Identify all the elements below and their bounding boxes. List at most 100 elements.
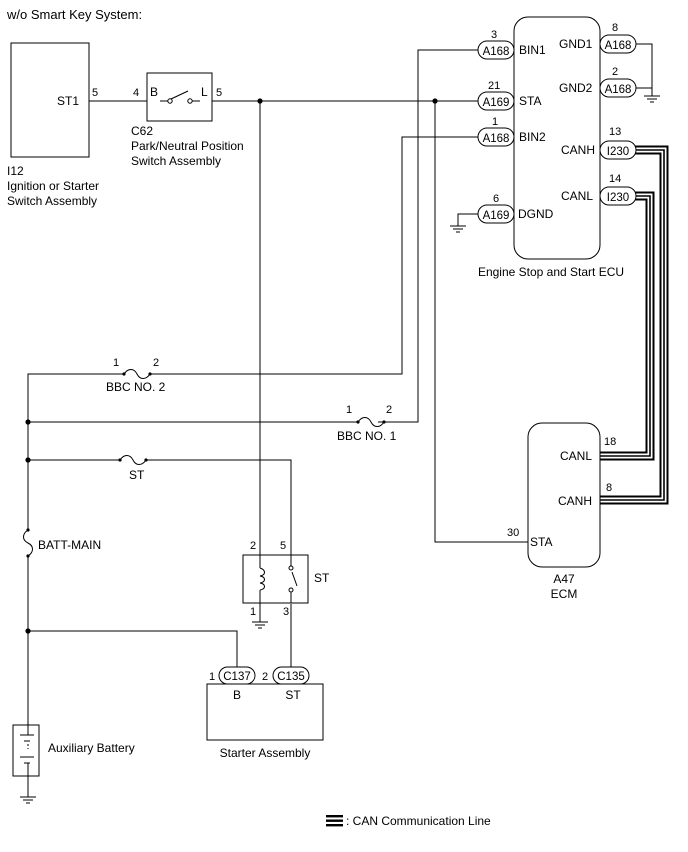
fuse-bbc-no2: 1 2 BBC NO. 2 — [106, 357, 166, 394]
component-name: ECM — [551, 587, 578, 601]
pin-number: 5 — [280, 540, 286, 552]
fuse-label: ST — [129, 468, 145, 482]
component-name: Engine Stop and Start ECU — [478, 265, 624, 279]
pin-number: 1 — [492, 116, 498, 128]
connector-c135 — [272, 666, 310, 685]
fuse-st: ST — [118, 455, 153, 482]
component-name: Starter Assembly — [220, 746, 311, 760]
connector-label: A169 — [483, 97, 510, 109]
pin-number: 14 — [609, 173, 621, 185]
fuse-batt-main: BATT-MAIN — [23, 528, 101, 558]
component-name: Park/Neutral Position — [131, 139, 244, 153]
terminal-sta: STA — [519, 94, 541, 108]
connector-a168 — [477, 40, 515, 60]
legend-label: : CAN Communication Line — [346, 814, 491, 828]
ecm: CANL 18 CANH 8 STA 30 A47 ECM — [507, 422, 616, 601]
connector-label: A168 — [605, 40, 632, 52]
can-line-legend-icon — [326, 815, 343, 818]
connector-a168 — [599, 78, 637, 98]
pin-number: 5 — [216, 87, 222, 99]
terminal-label-st1: ST1 — [57, 94, 79, 108]
pnp-switch-box — [146, 72, 213, 122]
connector-label: A169 — [483, 210, 510, 222]
starter-box — [206, 683, 324, 741]
terminal-l: L — [201, 85, 208, 99]
pin-number: 8 — [606, 482, 612, 494]
ecm-box — [527, 422, 601, 568]
terminal-st: ST — [285, 688, 301, 702]
fuse-label: BBC NO. 1 — [337, 429, 397, 443]
connector-a169 — [477, 204, 515, 224]
pnp-switch: B L 4 5 C62 Park/Neutral Position Switch… — [131, 72, 244, 168]
fuse-label: BATT-MAIN — [38, 538, 101, 552]
terminal-gnd1: GND1 — [559, 37, 593, 51]
connector-label: I12 — [7, 164, 24, 178]
ground-icon — [644, 95, 660, 103]
connector-label: A47 — [553, 572, 575, 586]
wire-bbc2-left — [27, 373, 120, 530]
junction-dot — [257, 98, 263, 104]
pin-number: 1 — [346, 404, 352, 416]
connector-label: C137 — [223, 671, 251, 683]
pin-number: 5 — [92, 87, 98, 99]
engine-stop-start-ecu: A168 3 BIN1 A169 21 STA A168 1 BIN2 A169… — [477, 16, 637, 279]
ignition-switch-box — [10, 42, 90, 158]
terminal-b: B — [150, 85, 158, 99]
battery-box — [12, 724, 40, 777]
pin-number: 3 — [491, 29, 497, 41]
switch-contact — [170, 90, 189, 100]
terminal-canh: CANH — [558, 494, 592, 508]
pin-number: 1 — [250, 606, 256, 618]
component-name: Switch Assembly — [7, 194, 97, 208]
junction-dot — [25, 457, 31, 463]
wire-ecu-dgnd — [457, 213, 478, 226]
junction-dot — [25, 419, 31, 425]
terminal-sta: STA — [530, 535, 552, 549]
connector-label: C62 — [131, 124, 153, 138]
legend: : CAN Communication Line — [326, 814, 491, 828]
pin-number: 6 — [493, 193, 499, 205]
connector-a169 — [477, 91, 515, 111]
connector-label: I230 — [607, 146, 629, 158]
diagram-title: w/o Smart Key System: — [6, 7, 142, 22]
pin-number: 2 — [153, 357, 159, 369]
pin-number: 1 — [209, 671, 215, 683]
connector-label: A168 — [483, 133, 510, 145]
wire-ecu-gnd — [636, 43, 653, 89]
connector-i230 — [599, 186, 637, 206]
terminal-gnd2: GND2 — [559, 81, 593, 95]
terminal-b: B — [233, 688, 241, 702]
terminal-bin1: BIN1 — [519, 43, 546, 57]
pin-number: 4 — [133, 87, 139, 99]
starter-assembly: C137 C135 1 2 B ST Starter Assembly — [206, 666, 324, 760]
pin-number: 2 — [262, 671, 268, 683]
pin-number: 2 — [612, 66, 618, 78]
ground-icon — [252, 621, 268, 629]
terminal-canl: CANL — [560, 449, 592, 463]
terminal-canl: CANL — [561, 189, 593, 203]
pin-number: 13 — [609, 126, 621, 138]
ground-icon — [450, 225, 466, 233]
connector-label: A168 — [483, 46, 510, 58]
connector-c137 — [218, 666, 256, 685]
connector-label: I230 — [607, 192, 629, 204]
terminal-canh: CANH — [561, 143, 595, 157]
terminal-bin2: BIN2 — [519, 130, 546, 144]
terminal-dgnd: DGND — [518, 207, 554, 221]
pin-number: 8 — [612, 22, 618, 34]
pin-number: 2 — [386, 404, 392, 416]
wires — [27, 43, 653, 797]
component-name: Auxiliary Battery — [48, 741, 135, 755]
wire-to-starter-b — [28, 630, 238, 668]
auxiliary-battery: Auxiliary Battery — [12, 724, 135, 777]
ground-icon — [20, 796, 36, 804]
component-name: Switch Assembly — [131, 154, 221, 168]
st-relay-box — [242, 554, 309, 604]
connector-a168 — [599, 34, 637, 54]
junction-dot — [432, 98, 438, 104]
wire-to-ecm-sta — [434, 101, 528, 543]
connector-label: A168 — [605, 84, 632, 96]
connector-label: C135 — [277, 671, 305, 683]
junction-dot — [25, 628, 31, 634]
wire-bin1-bbc1 — [378, 49, 478, 423]
